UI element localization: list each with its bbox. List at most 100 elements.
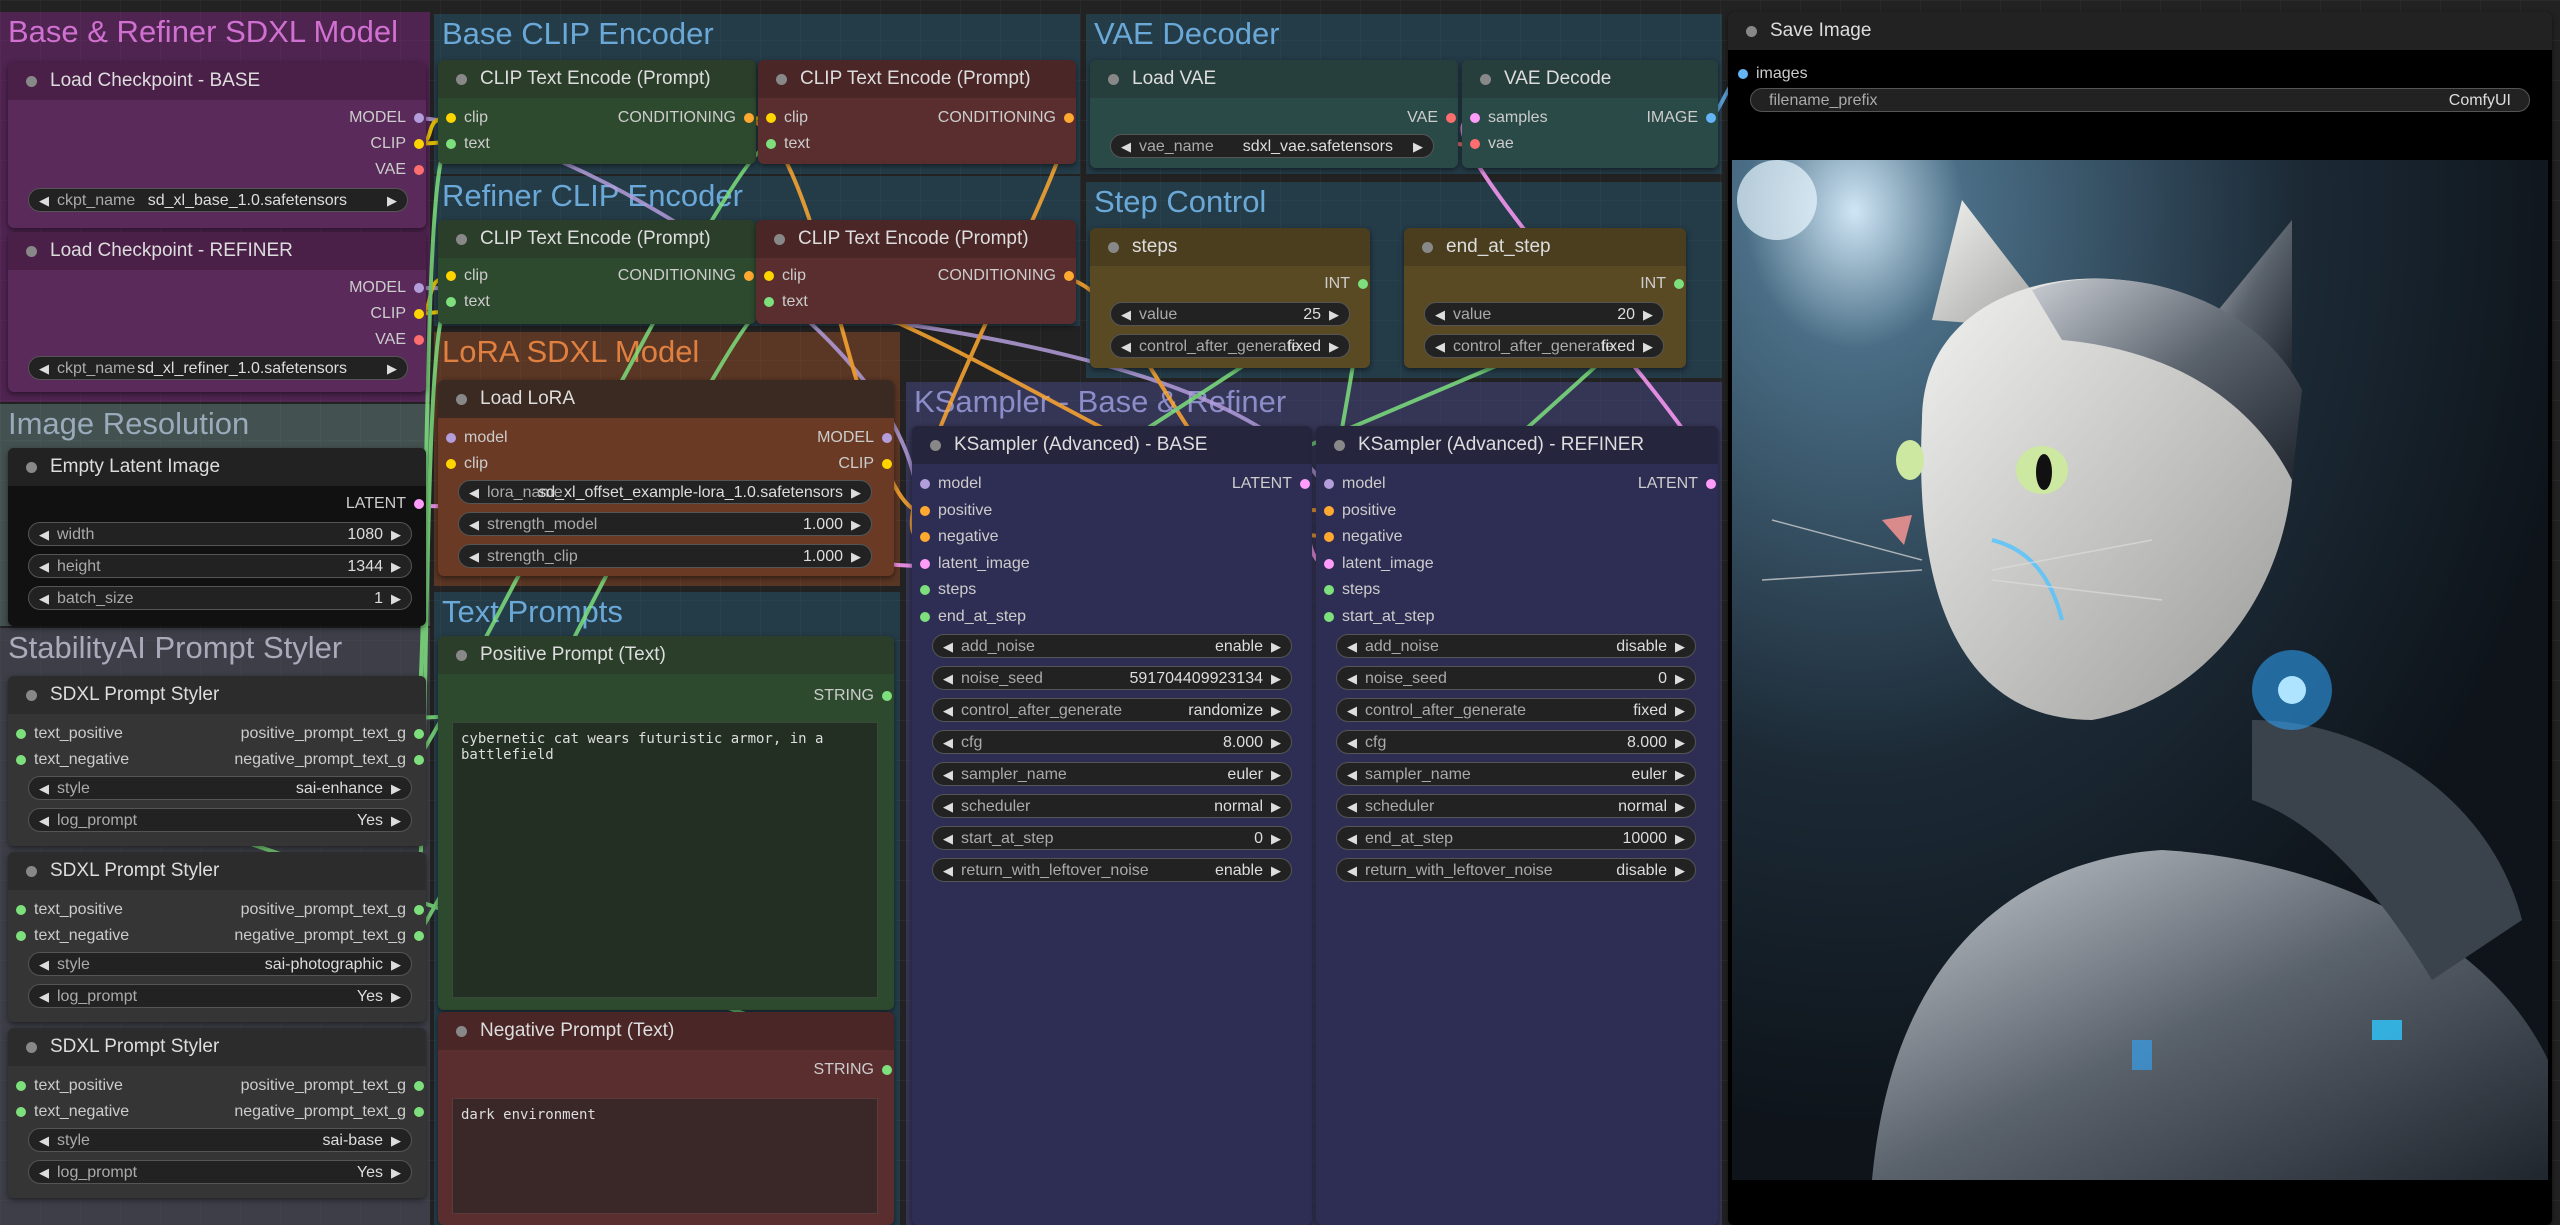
input-clip[interactable]: clip: [446, 266, 488, 286]
arrow-left-icon[interactable]: ◀: [943, 863, 953, 878]
node-negative-prompt[interactable]: Negative Prompt (Text) STRING dark envir…: [438, 1012, 894, 1225]
output-model[interactable]: MODEL: [817, 428, 892, 448]
node-load-checkpoint-base[interactable]: Load Checkpoint - BASE MODEL CLIP VAE ◀c…: [8, 62, 426, 228]
output-conditioning[interactable]: CONDITIONING: [618, 108, 755, 128]
output-conditioning[interactable]: CONDITIONING: [618, 266, 755, 286]
output-positive-prompt[interactable]: positive_prompt_text_g: [241, 900, 425, 920]
input-text[interactable]: text: [446, 134, 490, 154]
arrow-left-icon[interactable]: ◀: [1121, 339, 1131, 354]
collapse-dot[interactable]: [26, 866, 37, 877]
input-images[interactable]: images: [1738, 64, 1808, 84]
output-negative-prompt[interactable]: negative_prompt_text_g: [234, 1102, 424, 1122]
arrow-left-icon[interactable]: ◀: [39, 591, 49, 606]
arrow-left-icon[interactable]: ◀: [39, 989, 49, 1004]
arrow-left-icon[interactable]: ◀: [1347, 831, 1357, 846]
input-text-positive[interactable]: text_positive: [16, 724, 123, 744]
arrow-right-icon[interactable]: ▶: [1329, 339, 1339, 354]
arrow-right-icon[interactable]: ▶: [851, 517, 861, 532]
input-negative[interactable]: negative: [1324, 527, 1403, 547]
arrow-right-icon[interactable]: ▶: [391, 1165, 401, 1180]
arrow-right-icon[interactable]: ▶: [391, 813, 401, 828]
input-text-negative[interactable]: text_negative: [16, 750, 129, 770]
input-positive[interactable]: positive: [1324, 501, 1396, 521]
arrow-left-icon[interactable]: ◀: [943, 703, 953, 718]
input-model[interactable]: model: [920, 474, 982, 494]
arrow-right-icon[interactable]: ▶: [1271, 767, 1281, 782]
collapse-dot[interactable]: [774, 234, 785, 245]
input-clip[interactable]: clip: [446, 108, 488, 128]
output-string[interactable]: STRING: [814, 1060, 893, 1080]
input-latent-image[interactable]: latent_image: [920, 554, 1030, 574]
arrow-left-icon[interactable]: ◀: [943, 799, 953, 814]
arrow-left-icon[interactable]: ◀: [1347, 639, 1357, 654]
node-clip-encode-ref-neg[interactable]: CLIP Text Encode (Prompt) clip text COND…: [756, 220, 1076, 324]
output-conditioning[interactable]: CONDITIONING: [938, 108, 1075, 128]
input-vae[interactable]: vae: [1470, 134, 1514, 154]
arrow-right-icon[interactable]: ▶: [1271, 703, 1281, 718]
collapse-dot[interactable]: [1334, 440, 1345, 451]
arrow-left-icon[interactable]: ◀: [39, 1165, 49, 1180]
input-positive[interactable]: positive: [920, 501, 992, 521]
output-string[interactable]: STRING: [814, 686, 893, 706]
collapse-dot[interactable]: [26, 76, 37, 87]
arrow-left-icon[interactable]: ◀: [1347, 671, 1357, 686]
arrow-left-icon[interactable]: ◀: [39, 813, 49, 828]
arrow-right-icon[interactable]: ▶: [391, 591, 401, 606]
arrow-left-icon[interactable]: ◀: [1121, 139, 1131, 154]
collapse-dot[interactable]: [456, 1026, 467, 1037]
output-latent[interactable]: LATENT: [346, 494, 425, 514]
input-text[interactable]: text: [764, 292, 808, 312]
arrow-right-icon[interactable]: ▶: [1271, 831, 1281, 846]
arrow-right-icon[interactable]: ▶: [1271, 735, 1281, 750]
arrow-left-icon[interactable]: ◀: [1347, 863, 1357, 878]
input-clip[interactable]: clip: [764, 266, 806, 286]
input-model[interactable]: model: [1324, 474, 1386, 494]
node-load-lora[interactable]: Load LoRA model clip MODEL CLIP ◀lora_na…: [438, 380, 894, 576]
arrow-right-icon[interactable]: ▶: [387, 361, 397, 376]
collapse-dot[interactable]: [930, 440, 941, 451]
arrow-right-icon[interactable]: ▶: [1271, 799, 1281, 814]
input-latent-image[interactable]: latent_image: [1324, 554, 1434, 574]
arrow-left-icon[interactable]: ◀: [1347, 799, 1357, 814]
arrow-left-icon[interactable]: ◀: [469, 549, 479, 564]
arrow-left-icon[interactable]: ◀: [1435, 339, 1445, 354]
arrow-right-icon[interactable]: ▶: [387, 193, 397, 208]
collapse-dot[interactable]: [1108, 242, 1119, 253]
collapse-dot[interactable]: [26, 246, 37, 257]
collapse-dot[interactable]: [456, 394, 467, 405]
arrow-right-icon[interactable]: ▶: [1675, 703, 1685, 718]
arrow-left-icon[interactable]: ◀: [943, 639, 953, 654]
arrow-right-icon[interactable]: ▶: [1675, 863, 1685, 878]
arrow-left-icon[interactable]: ◀: [1347, 703, 1357, 718]
arrow-right-icon[interactable]: ▶: [1643, 307, 1653, 322]
arrow-right-icon[interactable]: ▶: [1675, 735, 1685, 750]
collapse-dot[interactable]: [1746, 26, 1757, 37]
input-samples[interactable]: samples: [1470, 108, 1548, 128]
output-int[interactable]: INT: [1324, 274, 1368, 294]
output-clip[interactable]: CLIP: [838, 454, 892, 474]
input-text-negative[interactable]: text_negative: [16, 926, 129, 946]
